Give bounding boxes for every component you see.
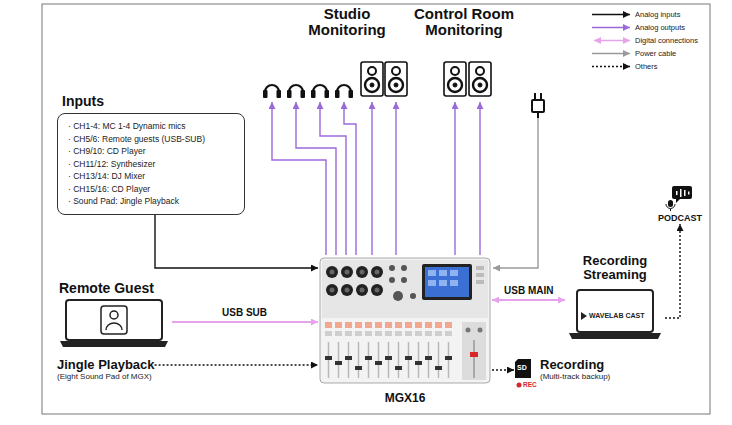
legend-text: Power cable: [635, 47, 698, 60]
connector: [492, 299, 565, 301]
list-item: · Sound Pad: Jingle Playback: [68, 195, 234, 208]
node-subtitle: (Eight Sound Pad of MGX): [57, 372, 155, 382]
legend-text: Others: [635, 60, 698, 73]
mixer-node: MGX16: [318, 255, 492, 405]
device-name: MGX16: [318, 391, 492, 405]
source-node: Jingle Playback(Eight Sound Pad of MGX): [57, 357, 155, 382]
card-label: SD: [517, 364, 527, 372]
rec-label: REC: [523, 381, 537, 389]
connector: [344, 102, 356, 255]
node-subtitle: (Multi-track backup): [540, 372, 610, 382]
list-item: · CH9/10: CD Player: [68, 145, 234, 158]
monitor-group: Studio Monitoring: [262, 6, 408, 102]
node-label: PODCAST: [655, 213, 705, 224]
list-item: · CH15/16: CD Player: [68, 183, 234, 196]
headphones: [263, 85, 353, 98]
connector: [665, 224, 680, 318]
group-heading: Control Room Monitoring: [408, 6, 520, 38]
monitor-group: Control Room Monitoring: [408, 6, 520, 102]
recorder-node: Recording(Multi-track backup): [514, 357, 610, 382]
connector: [296, 102, 336, 255]
connector: [172, 321, 318, 323]
remote-laptop: [60, 300, 168, 347]
list-item: · CH5/6: Remote guests (USB-SUB): [68, 133, 234, 146]
legend-text: Digital connections: [635, 34, 698, 47]
input-list-box: Inputs· CH1-4: MC 1-4 Dynamic mics· CH5/…: [57, 113, 245, 215]
legend-samples: [592, 15, 630, 67]
connector: [395, 102, 396, 255]
connector: [479, 102, 480, 255]
connector: [492, 369, 514, 370]
laptop-node: Remote Guest: [57, 280, 172, 350]
streaming-laptop: [569, 290, 661, 339]
connector: [454, 102, 455, 255]
connector: [155, 364, 318, 365]
connector: [272, 102, 326, 255]
connector: [155, 215, 318, 269]
podcast-icon: [666, 186, 692, 211]
connector: [371, 102, 372, 255]
list-item: · CH11/12: Synthesizer: [68, 158, 234, 171]
legend: Analog inputsAnalog outputsDigital conne…: [635, 8, 698, 73]
node-heading: Remote Guest: [59, 280, 154, 296]
connector: [320, 102, 346, 255]
legend-text: Analog outputs: [635, 21, 698, 34]
list-item: · CH13/14: DJ Mixer: [68, 170, 234, 183]
node-heading: Recording: [540, 357, 610, 372]
box-heading: Inputs: [62, 93, 104, 109]
legend-text: Analog inputs: [635, 8, 698, 21]
frame: [42, 4, 710, 414]
podcast-node: PODCAST: [655, 186, 705, 224]
screen-app-name: WAVELAB CAST: [589, 312, 644, 320]
list-item: · CH1-4: MC 1-4 Dynamic mics: [68, 120, 234, 133]
node-heading: Jingle Playback: [57, 357, 155, 372]
power-plug: [493, 93, 544, 268]
node-heading: Recording Streaming: [565, 254, 665, 282]
group-heading: Studio Monitoring: [290, 6, 404, 38]
connector-label: USB SUB: [220, 307, 269, 319]
laptop-node: Recording StreamingWAVELAB CAST: [565, 254, 665, 342]
speakers: [361, 62, 491, 96]
mixer-illustration: [320, 258, 490, 383]
connector-label: USB MAIN: [502, 285, 555, 297]
